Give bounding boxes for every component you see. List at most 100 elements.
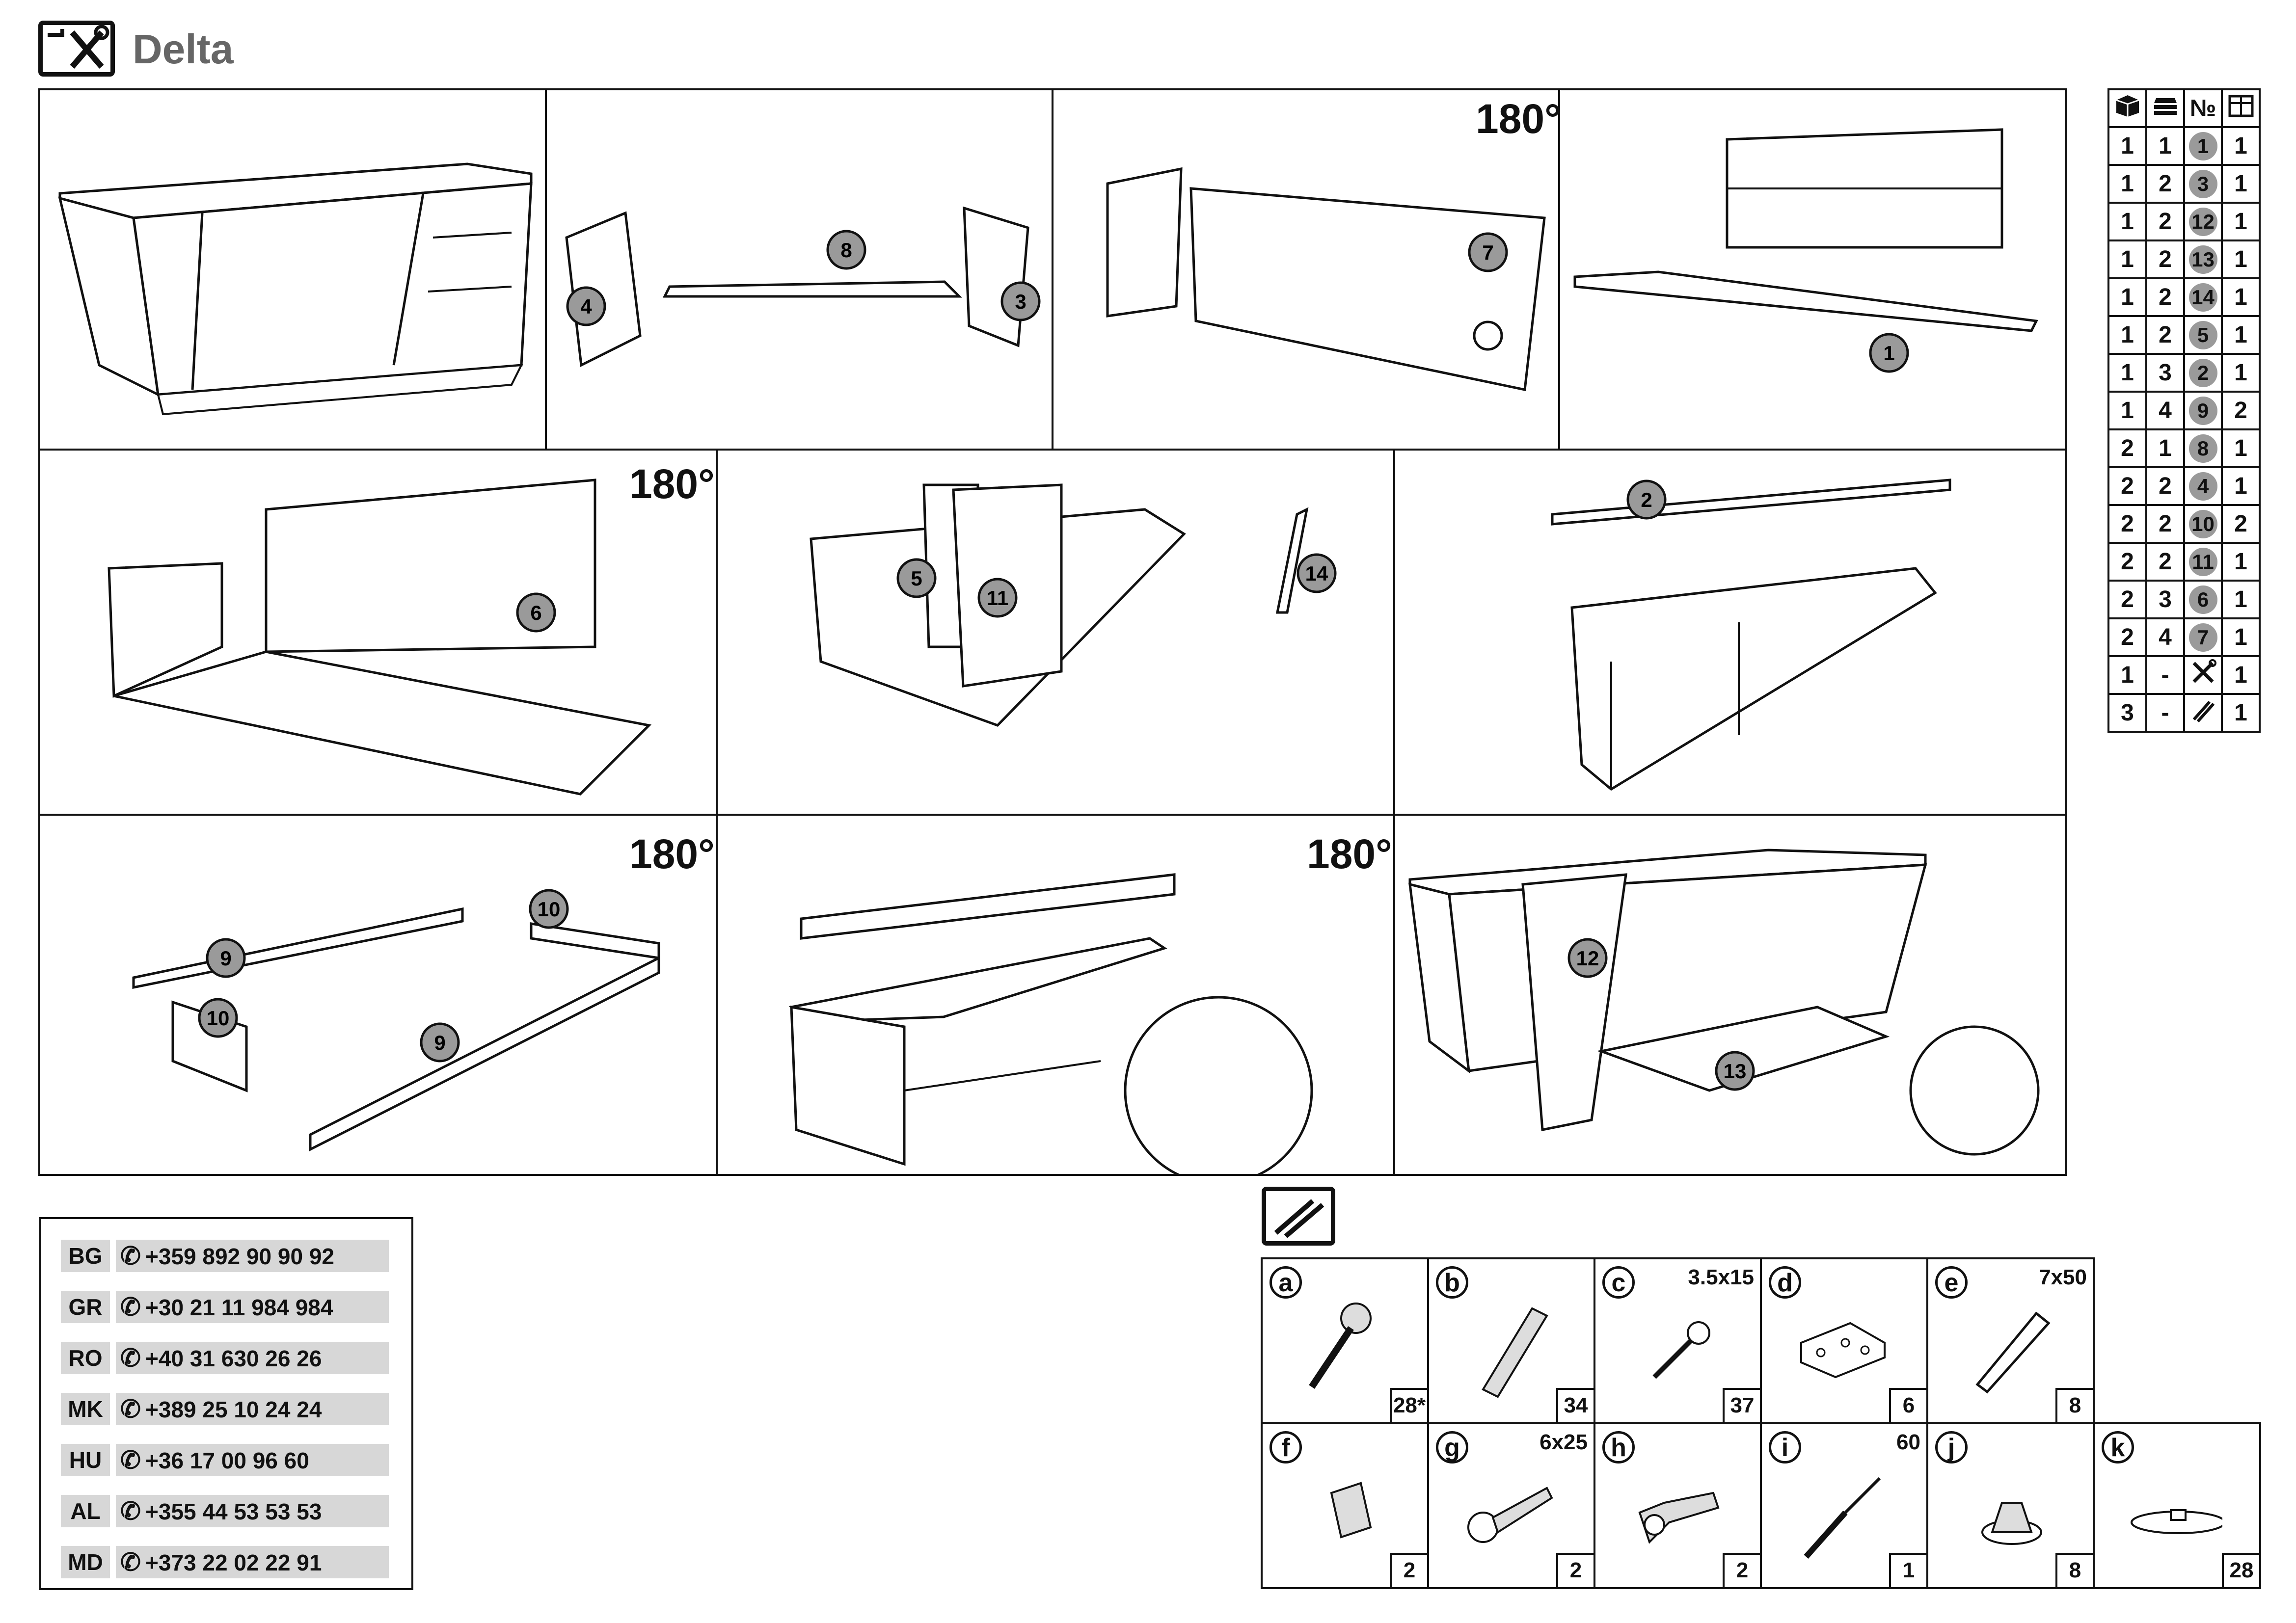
part-number-badge: 2: [2188, 358, 2217, 387]
step-1-panel: [38, 88, 547, 451]
part-number-badge: 12: [2188, 207, 2217, 236]
hardware-size: 3.5x15: [1688, 1265, 1754, 1289]
hardware-b: b 34: [1427, 1257, 1595, 1424]
part-6-label: 6: [530, 601, 541, 624]
phone-row-md: MD ✆+373 22 02 22 91: [61, 1546, 395, 1578]
step-6-panel: 5 11 14: [716, 449, 1395, 816]
phone-icon: ✆: [120, 1344, 141, 1372]
hardware-qty: 1: [1889, 1553, 1926, 1587]
hardware-letter: a: [1270, 1266, 1302, 1299]
step-7-drawing: 2: [1551, 479, 1951, 791]
step-7-panel: 2: [1393, 449, 2067, 816]
step-8-drawing: 9 10 10 9: [132, 889, 660, 1152]
hardware-letter: h: [1602, 1431, 1635, 1463]
phone-number[interactable]: +36 17 00 96 60: [145, 1448, 309, 1473]
hardware-k: k 28: [2093, 1422, 2261, 1589]
number-sign: №: [2183, 88, 2223, 128]
part-8-label: 8: [840, 239, 852, 262]
hardware-letter: g: [1436, 1431, 1468, 1463]
step-8-panel: 9 10 10 9 180°: [38, 814, 718, 1176]
hardware-i: i 60 1: [1760, 1422, 1928, 1589]
part-7-label: 7: [1482, 241, 1493, 264]
part-number-badge: 6: [2188, 585, 2217, 614]
step-4-drawing: 1: [1573, 128, 2038, 373]
country-code: GR: [61, 1291, 110, 1323]
part-10-label: 10: [207, 1007, 230, 1030]
phone-number[interactable]: +30 21 11 984 984: [145, 1295, 333, 1320]
package-icon: [2107, 88, 2147, 128]
phone-icon: ✆: [120, 1242, 141, 1270]
hardware-size: 60: [1896, 1430, 1920, 1454]
part-number-badge: 8: [2188, 434, 2217, 463]
phone-number[interactable]: +359 892 90 90 92: [145, 1244, 334, 1269]
hardware-a: a 28*: [1261, 1257, 1429, 1424]
hardware-qty: 34: [1556, 1388, 1594, 1422]
phone-number[interactable]: +389 25 10 24 24: [145, 1397, 322, 1422]
hardware-qty: 2: [1390, 1553, 1427, 1587]
country-code: MK: [61, 1393, 110, 1425]
felt-pad-icon: [2131, 1509, 2222, 1534]
hardware-qty: 6: [1889, 1388, 1926, 1422]
bracket-icon: [1800, 1322, 1886, 1379]
tools-icon: [38, 21, 115, 77]
step-9-drawing: [788, 873, 1313, 1174]
part-number-badge: 13: [2188, 245, 2217, 274]
hardware-f: f 2: [1261, 1422, 1429, 1589]
screw-icon: [1652, 1321, 1710, 1379]
bolt-icon: [1467, 1487, 1553, 1543]
hardware-letter: c: [1602, 1266, 1635, 1299]
phone-row-mk: MK ✆+389 25 10 24 24: [61, 1393, 395, 1425]
phone-icon: ✆: [120, 1446, 141, 1474]
dowel-icon: [1482, 1307, 1548, 1398]
part-11-label: 11: [987, 586, 1008, 610]
part-9-label: 9: [434, 1031, 445, 1054]
foot-icon: [1981, 1502, 2042, 1545]
phone-row-gr: GR ✆+30 21 11 984 984: [61, 1291, 395, 1323]
cam-lock-icon: [1309, 1303, 1372, 1389]
part-13-label: 13: [1724, 1060, 1747, 1083]
phone-row-al: AL ✆+355 44 53 53 53: [61, 1495, 395, 1527]
part-number-badge: 14: [2188, 283, 2217, 312]
screws-icon: [2183, 693, 2223, 733]
hardware-size: 6x25: [1540, 1430, 1588, 1454]
hardware-letter: e: [1935, 1266, 1968, 1299]
country-code: RO: [61, 1342, 110, 1374]
phone-number[interactable]: +40 31 630 26 26: [145, 1346, 322, 1371]
part-2-label: 2: [1641, 488, 1652, 511]
phone-number[interactable]: +355 44 53 53 53: [145, 1499, 322, 1524]
step-6-drawing: 5 11 14: [810, 483, 1337, 727]
hardware-qty: 8: [2055, 1553, 2093, 1587]
hardware-g: g 6x25 2: [1427, 1422, 1595, 1589]
step-2-panel: 8 4 3: [545, 88, 1053, 451]
phone-number[interactable]: +373 22 02 22 91: [145, 1550, 322, 1575]
hardware-qty: 28*: [1390, 1388, 1427, 1422]
parts-table-header: №: [2107, 88, 2261, 128]
confirmat-screw-icon: [1975, 1311, 2051, 1394]
part-10-label: 10: [538, 898, 561, 921]
country-code: BG: [61, 1240, 110, 1272]
gas-strut-icon: [1804, 1477, 1881, 1559]
hardware-j: j 8: [1926, 1422, 2095, 1589]
part-number-badge: 11: [2188, 547, 2217, 576]
part-12-label: 12: [1576, 947, 1599, 970]
part-number-badge: 4: [2188, 472, 2217, 501]
hardware-c: c 3.5x15 37: [1594, 1257, 1762, 1424]
step-3-drawing: 7: [1106, 167, 1546, 392]
hardware-qty: 8: [2055, 1388, 2093, 1422]
part-4-label: 4: [580, 295, 592, 318]
step-10-drawing: 12 13: [1408, 849, 2040, 1156]
part-1-label: 1: [1883, 342, 1894, 365]
hardware-d: d 6: [1760, 1257, 1928, 1424]
step-4-panel: 1: [1558, 88, 2067, 451]
country-code: AL: [61, 1495, 110, 1527]
part-9-label: 9: [220, 947, 231, 970]
